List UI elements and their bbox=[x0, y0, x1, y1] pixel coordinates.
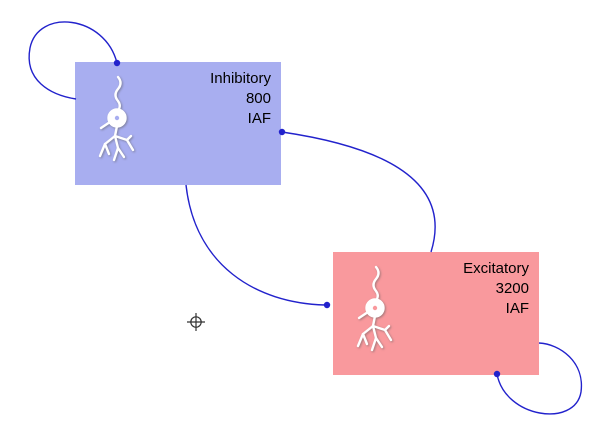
population-model: IAF bbox=[505, 300, 529, 317]
neuron-icon bbox=[356, 265, 393, 352]
population-node-inhibitory[interactable]: Inhibitory 800 IAF bbox=[75, 62, 281, 185]
neuron-icon bbox=[98, 75, 135, 162]
population-count: 800 bbox=[245, 90, 271, 107]
population-name: Inhibitory bbox=[210, 70, 271, 87]
population-node-excitatory[interactable]: Excitatory 3200 IAF bbox=[333, 252, 539, 375]
connection-inhibitory-to-excitatory-top[interactable] bbox=[281, 131, 436, 253]
population-model: IAF bbox=[247, 110, 271, 127]
connection-inhibitory-self-loop[interactable] bbox=[28, 21, 118, 100]
crosshair-cursor-icon bbox=[187, 313, 205, 331]
population-name: Excitatory bbox=[463, 260, 529, 277]
population-count: 3200 bbox=[495, 280, 529, 297]
connection-excitatory-self-loop[interactable] bbox=[496, 342, 583, 415]
connection-inhibitory-to-excitatory-left[interactable] bbox=[185, 184, 326, 306]
